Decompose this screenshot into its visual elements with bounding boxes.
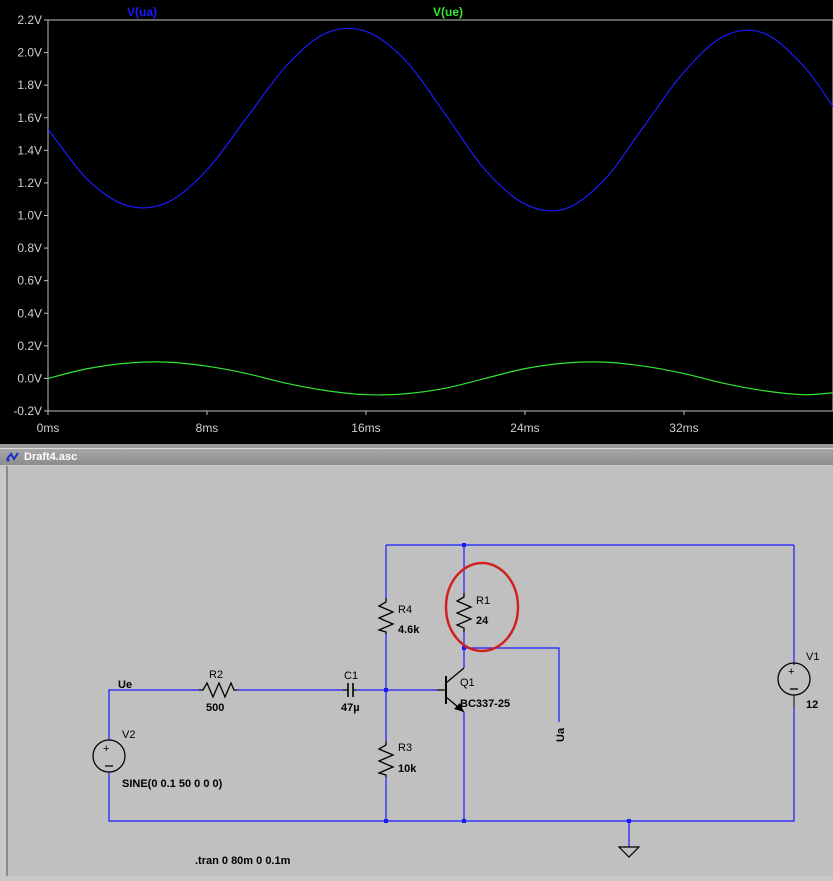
trace-labels[interactable]: V(ua) V(ue) bbox=[127, 5, 463, 19]
plot-axes: 2.2V 2.0V 1.8V 1.6V 1.4V 1.2V 1.0V 0.8V 0.6V 0.4V… bbox=[13, 13, 833, 435]
ground-icon bbox=[617, 846, 641, 858]
schematic-window-title: Draft4.asc bbox=[24, 451, 78, 463]
r4-resistor[interactable]: R4 4.6k bbox=[377, 598, 420, 636]
y-tick-label: 0.8V bbox=[17, 241, 42, 255]
r4-name: R4 bbox=[398, 604, 412, 616]
r3-value: 10k bbox=[398, 763, 417, 775]
spice-directive[interactable]: .tran 0 80m 0 0.1m bbox=[195, 855, 291, 867]
y-tick-label: 0.0V bbox=[17, 371, 42, 385]
plot-frame bbox=[47, 19, 833, 412]
net-label-ua[interactable]: Ua bbox=[555, 727, 567, 742]
v1-plus-icon: + bbox=[788, 666, 794, 678]
q1-transistor[interactable]: Q1 BC337-25 bbox=[437, 667, 510, 713]
r1-highlight-circle bbox=[444, 561, 520, 653]
plot-series bbox=[47, 27, 833, 396]
ground-rail-wire bbox=[108, 707, 795, 822]
x-tick-label: 24ms bbox=[510, 421, 539, 435]
v1-name: V1 bbox=[806, 651, 819, 663]
x-tick-label: 8ms bbox=[196, 421, 219, 435]
c1-capacitor[interactable]: C1 47µ bbox=[341, 670, 360, 714]
y-tick-label: 0.6V bbox=[17, 274, 42, 288]
y-tick-label: 2.2V bbox=[17, 13, 42, 27]
series-line-v-ue bbox=[47, 361, 833, 396]
x-tick-label: 0ms bbox=[37, 421, 60, 435]
v2-source[interactable]: + V2 SINE(0 0.1 50 0 0 0) bbox=[92, 729, 223, 790]
x-tick-label: 16ms bbox=[351, 421, 380, 435]
pane-divider[interactable] bbox=[0, 444, 833, 448]
input-wire bbox=[108, 689, 199, 740]
y-tick-label: 1.4V bbox=[17, 143, 42, 157]
r4-value: 4.6k bbox=[398, 624, 420, 636]
v1-value: 12 bbox=[806, 699, 818, 711]
schematic-canvas[interactable]: R1 24 R4 4.6k R3 10k R2 500 C1 47µ bbox=[6, 466, 833, 876]
v2-plus-icon: + bbox=[103, 743, 109, 755]
r1-resistor[interactable]: R1 24 bbox=[455, 593, 490, 632]
v1-source[interactable]: + V1 12 bbox=[777, 651, 819, 711]
r2-value: 500 bbox=[206, 702, 224, 714]
r2-name: R2 bbox=[209, 669, 223, 681]
ua-wire bbox=[464, 647, 560, 722]
r1-value: 24 bbox=[476, 615, 489, 627]
y-tick-label: 2.0V bbox=[17, 46, 42, 60]
trace-label-vua[interactable]: V(ua) bbox=[127, 5, 157, 19]
waveform-plot-pane[interactable]: 2.2V 2.0V 1.8V 1.6V 1.4V 1.2V 1.0V 0.8V 0.6V 0.4V… bbox=[0, 0, 833, 444]
c1-name: C1 bbox=[344, 670, 358, 682]
y-tick-label: 1.2V bbox=[17, 176, 42, 190]
q1-value: BC337-25 bbox=[460, 698, 510, 710]
ltspice-doc-icon bbox=[6, 452, 19, 462]
waveform-chart[interactable]: 2.2V 2.0V 1.8V 1.6V 1.4V 1.2V 1.0V 0.8V 0.6V 0.4V… bbox=[0, 0, 833, 444]
r2-resistor[interactable]: R2 500 bbox=[199, 669, 237, 714]
net-label-ue[interactable]: Ue bbox=[118, 679, 132, 691]
junctions bbox=[384, 543, 631, 823]
series-line-v-ua bbox=[47, 27, 833, 212]
y-tick-label: 0.4V bbox=[17, 306, 42, 320]
q1-name: Q1 bbox=[460, 677, 475, 689]
c1-value: 47µ bbox=[341, 702, 360, 714]
schematic-title-bar[interactable]: Draft4.asc bbox=[0, 448, 833, 465]
y-tick-label: 1.6V bbox=[17, 111, 42, 125]
r1-name: R1 bbox=[476, 595, 490, 607]
trace-label-vue[interactable]: V(ue) bbox=[433, 5, 463, 19]
y-tick-label: 1.0V bbox=[17, 209, 42, 223]
y-tick-label: -0.2V bbox=[13, 404, 42, 418]
schematic-svg[interactable]: R1 24 R4 4.6k R3 10k R2 500 C1 47µ bbox=[8, 466, 833, 876]
y-tick-label: 0.2V bbox=[17, 339, 42, 353]
x-tick-label: 32ms bbox=[669, 421, 698, 435]
r3-name: R3 bbox=[398, 742, 412, 754]
y-tick-label: 1.8V bbox=[17, 78, 42, 92]
r3-resistor[interactable]: R3 10k bbox=[377, 741, 417, 777]
v2-name: V2 bbox=[122, 729, 135, 741]
v2-value: SINE(0 0.1 50 0 0 0) bbox=[122, 778, 223, 790]
wires bbox=[108, 544, 795, 847]
